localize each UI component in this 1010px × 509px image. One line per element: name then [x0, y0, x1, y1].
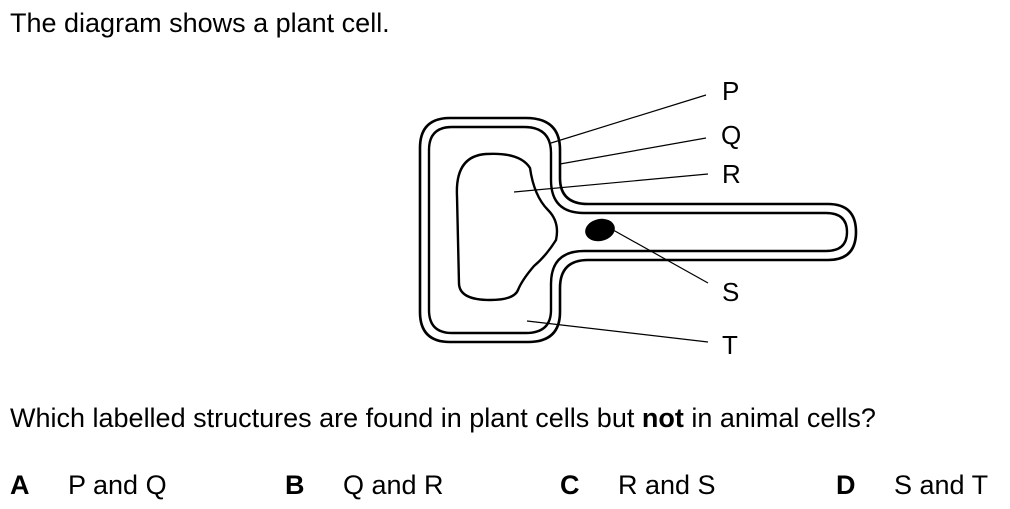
option-d-letter: D — [836, 470, 856, 500]
label-t: T — [722, 330, 738, 360]
label-line-s — [605, 225, 709, 284]
label-line-p — [550, 94, 707, 144]
intro-text: The diagram shows a plant cell. — [10, 8, 390, 38]
option-c-letter: C — [560, 470, 580, 500]
option-a-text: P and Q — [68, 470, 167, 500]
nucleus — [585, 218, 615, 242]
cell-membrane — [427, 125, 849, 335]
option-c-text: R and S — [618, 470, 716, 500]
option-b-letter: B — [285, 470, 305, 500]
label-line-q — [559, 137, 707, 165]
option-a[interactable]: A P and Q — [10, 468, 167, 502]
question-emphasis: not — [641, 403, 684, 433]
option-b-text: Q and R — [343, 470, 444, 500]
vacuole — [455, 152, 559, 302]
label-q: Q — [721, 120, 741, 150]
option-d[interactable]: D S and T — [836, 468, 988, 502]
label-line-t — [526, 320, 709, 343]
cell-wall-outer — [418, 116, 858, 344]
label-s: S — [722, 277, 739, 307]
label-r: R — [722, 159, 741, 189]
option-a-letter: A — [10, 470, 30, 500]
label-line-r — [513, 173, 709, 193]
option-b[interactable]: B Q and R — [285, 468, 444, 502]
option-c[interactable]: C R and S — [560, 468, 716, 502]
label-p: P — [722, 76, 739, 106]
question-text: Which labelled structures are found in p… — [10, 403, 876, 433]
option-d-text: S and T — [894, 470, 989, 500]
